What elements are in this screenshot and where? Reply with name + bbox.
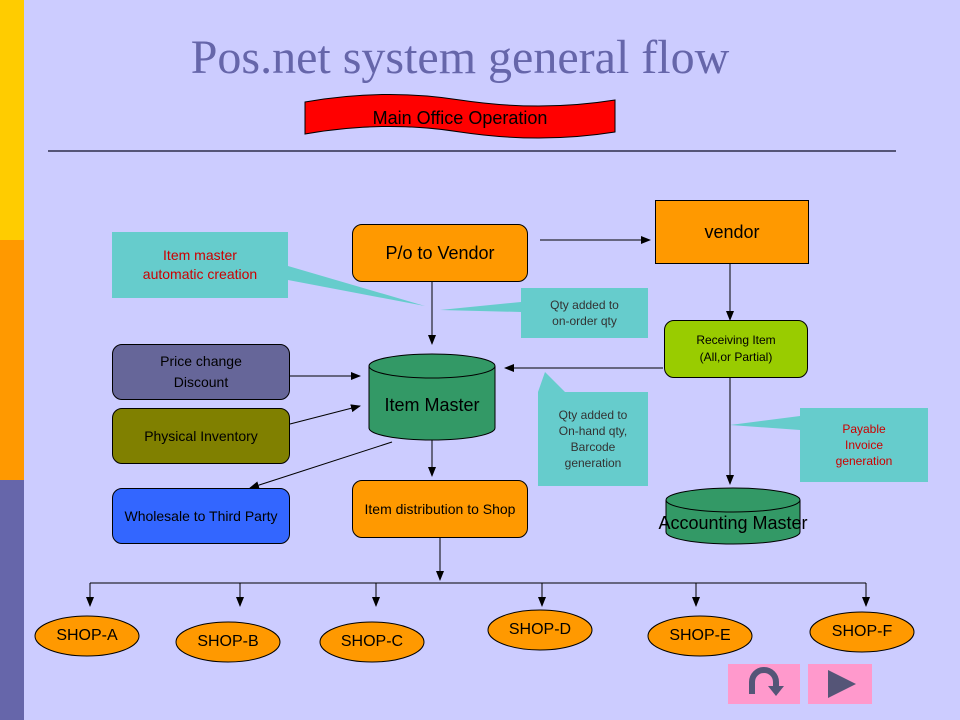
receiving-line-2: (All,or Partial) [699,350,773,364]
callout-qty-on-hand-line-1: Qty added to [558,407,628,422]
stripe-orange [0,240,24,480]
shop-b-shape [175,621,281,663]
u-turn-icon [749,667,784,696]
banner-label: Main Office Operation [372,107,548,128]
callout-qty-on-hand-shape [538,372,648,486]
callout-item-master-creation: Item master automatic creation [112,232,288,298]
title-divider [48,150,896,152]
page-title: Pos.net system general flow [190,31,730,84]
shop-c: SHOP-C [340,633,404,650]
side-stripe [0,0,24,720]
shop-a: SHOP-A [56,627,118,644]
callout-payable-line-2: Invoice [844,437,884,452]
stripe-yellow [0,0,24,240]
callout-item-master-line-2: automatic creation [142,266,258,282]
arrow-inventory-to-item-master [289,404,361,425]
shop-d-shape [487,609,593,651]
physical-inventory-box: Physical Inventory [112,408,290,464]
shop-f: SHOP-F [831,623,893,640]
shop-e: SHOP-E [669,627,731,644]
wholesale-label: Wholesale to Third Party [124,508,278,524]
price-change-line-1: Price change [160,353,242,369]
shop-a-shape [34,615,140,657]
receiving-line-1: Receiving Item [696,333,776,348]
accounting-master-cylinder [665,487,801,545]
next-button[interactable] [808,664,872,704]
callout-payable-invoice: Payable Invoice generation [800,408,928,482]
shop-e-shape [647,615,753,657]
return-button[interactable] [728,664,800,704]
callout-qty-on-hand: Qty added to On-hand qty, Barcode genera… [538,392,648,486]
shop-c-shape [319,621,425,663]
callout-item-master-line-1: Item master [163,247,237,264]
vendor-box: vendor [655,200,809,264]
callout-qty-on-order-line-1: Qty added to [550,297,619,312]
item-distribution-box: Item distribution to Shop [352,480,528,538]
callout-qty-on-hand-line-3: Barcode [570,440,616,454]
shop-b: SHOP-B [197,633,259,650]
shop-f-shape [809,611,915,653]
item-master-cylinder [368,353,496,441]
callout-payable-line-1: Payable [842,421,886,436]
arrow-item-master-to-wholesale [249,441,393,490]
callout-payable-invoice-shape [730,408,928,482]
banner-shape [304,93,616,139]
callout-qty-on-order-line-2: on-order qty [552,314,617,328]
po-to-vendor-box: P/o to Vendor [352,224,528,282]
item-master-label: Item Master [384,394,480,415]
price-change-box: Price change Discount [112,344,290,400]
callout-qty-on-order-shape [440,288,648,338]
receiving-item-box: Receiving Item (All,or Partial) [664,320,808,378]
item-distribution-label: Item distribution to Shop [364,501,516,517]
callout-qty-on-order: Qty added to on-order qty [521,288,648,338]
callout-payable-line-3: generation [835,454,893,469]
price-change-line-2: Discount [173,374,229,390]
shop-d: SHOP-D [508,621,572,638]
play-icon [828,670,856,698]
accounting-master-label: Accounting Master [658,512,808,533]
callout-item-master-creation-shape [112,232,425,306]
stripe-slate [0,480,24,720]
wholesale-box: Wholesale to Third Party [112,488,290,544]
callout-qty-on-hand-line-2: On-hand qty, [558,423,628,438]
callout-qty-on-hand-line-4: generation [564,456,622,471]
